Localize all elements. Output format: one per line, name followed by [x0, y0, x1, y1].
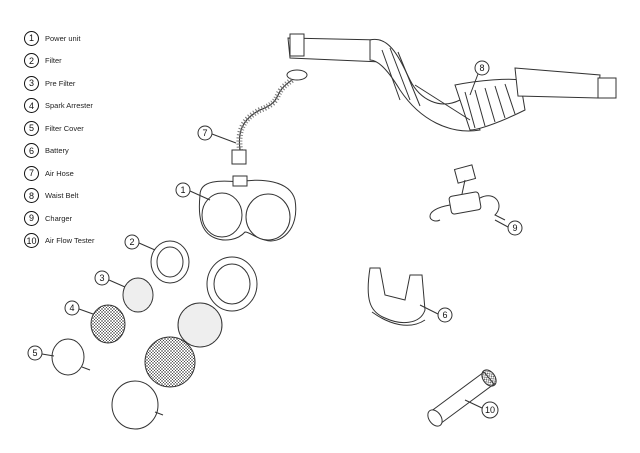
- legend-item: 5 Filter Cover: [24, 117, 94, 140]
- legend-item: 3 Pre Filter: [24, 72, 94, 95]
- callout-8: 8: [479, 63, 484, 73]
- callout-number: 1: [24, 30, 39, 46]
- legend-item: 2 Filter: [24, 50, 94, 73]
- callout-number: 10: [24, 233, 39, 249]
- legend-label: Air Flow Tester: [45, 236, 95, 246]
- callout-number: 2: [24, 53, 39, 69]
- callout-5: 5: [32, 348, 37, 358]
- filter-set-illustration: [51, 240, 258, 430]
- callout-9: 9: [512, 223, 517, 233]
- parts-legend: 1 Power unit 2 Filter 3 Pre Filter 4 Spark A…: [24, 27, 94, 252]
- legend-item: 8 Waist Belt: [24, 185, 94, 208]
- callout-4: 4: [69, 303, 74, 313]
- legend-item: 10 Air Flow Tester: [24, 230, 94, 253]
- legend-label: Pre Filter: [45, 78, 76, 88]
- callout-number: 3: [24, 75, 39, 91]
- callout-2: 2: [129, 237, 134, 247]
- legend-label: Battery: [45, 146, 69, 156]
- battery-illustration: [367, 267, 426, 326]
- charger-illustration: [429, 164, 506, 222]
- legend-label: Waist Belt: [45, 191, 79, 201]
- callout-number: 7: [24, 165, 39, 181]
- legend-item: 6 Battery: [24, 140, 94, 163]
- legend-item: 9 Charger: [24, 207, 94, 230]
- legend-label: Filter: [45, 56, 62, 66]
- legend-item: 1 Power unit: [24, 27, 94, 50]
- power-unit-illustration: [198, 175, 297, 242]
- legend-label: Power unit: [45, 33, 81, 43]
- legend-label: Spark Arrester: [45, 101, 93, 111]
- callout-10: 10: [485, 405, 495, 415]
- callout-number: 9: [24, 210, 39, 226]
- callout-6: 6: [442, 310, 447, 320]
- legend-label: Charger: [45, 213, 73, 223]
- callout-number: 8: [24, 188, 39, 204]
- callout-number: 5: [24, 120, 39, 136]
- legend-label: Air Hose: [45, 168, 74, 178]
- waist-belt-illustration: [287, 33, 617, 132]
- callout-number: 6: [24, 143, 39, 159]
- callout-7: 7: [202, 128, 207, 138]
- callouts: 1 2 3 4 5 6 7 8 9 10: [27, 60, 523, 419]
- air-hose-illustration: [231, 69, 308, 165]
- legend-item: 7 Air Hose: [24, 162, 94, 185]
- callout-1: 1: [180, 185, 185, 195]
- callout-number: 4: [24, 98, 39, 114]
- legend-item: 4 Spark Arrester: [24, 95, 94, 118]
- legend-label: Filter Cover: [45, 123, 84, 133]
- callout-3: 3: [99, 273, 104, 283]
- air-flow-tester-illustration: [427, 369, 497, 427]
